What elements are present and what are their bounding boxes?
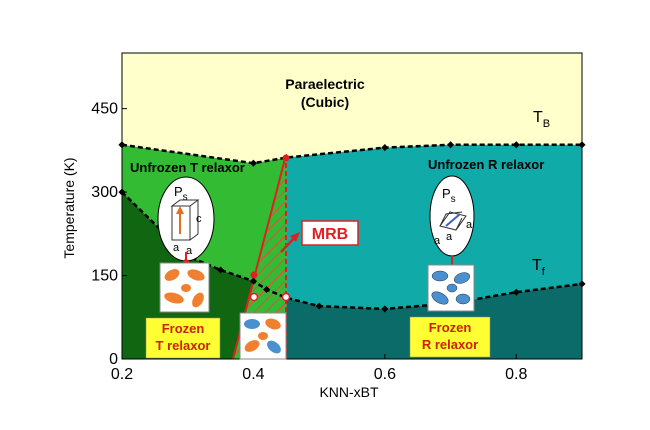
t-unit-cell-illustration: Ps c a a — [157, 176, 215, 262]
boundary-marker — [381, 305, 389, 313]
x-tick-label: 0.8 — [505, 366, 527, 383]
boundary-marker — [217, 266, 225, 274]
t-domain-illustration — [159, 262, 210, 313]
plot-frame — [121, 52, 583, 360]
svg-text:c: c — [196, 213, 202, 225]
svg-text:Ps: Ps — [442, 186, 456, 205]
frozen-r-label-line1: Frozen — [429, 320, 472, 335]
boundary-marker — [249, 159, 257, 167]
svg-text:a: a — [186, 245, 193, 257]
y-axis: 0 150 300 450 — [91, 101, 127, 368]
mrb-label-box — [301, 220, 359, 246]
mrb-top-marker — [282, 154, 290, 162]
svg-text:a: a — [466, 219, 473, 231]
svg-text:a: a — [434, 235, 441, 247]
x-tick-label: 0.6 — [374, 366, 396, 383]
boundary-marker — [512, 141, 520, 149]
boundary-marker — [512, 288, 520, 296]
tb-label: TB — [533, 109, 550, 130]
mrb-arrow-head — [290, 232, 300, 242]
frozen-r-label-line2: R relaxor — [422, 337, 478, 352]
mrb-domain-illustration — [239, 312, 287, 360]
svg-text:a: a — [173, 242, 180, 254]
x-tick-label: 0.4 — [242, 366, 264, 383]
mrb-marker-mid — [250, 271, 258, 279]
y-tick-label: 300 — [91, 184, 118, 201]
mrb-marker-right — [281, 292, 291, 302]
boundary-marker — [447, 141, 455, 149]
unfrozen-r-label: Unfrozen R relaxor — [428, 157, 544, 172]
y-axis-title: Temperature (K) — [61, 157, 77, 258]
frozen-t-label-box — [145, 317, 221, 359]
boundary-marker — [315, 302, 323, 310]
svg-text:a: a — [446, 231, 453, 243]
x-axis: 0.2 0.4 0.6 0.8 — [111, 354, 528, 383]
tf-label: Tf — [532, 257, 546, 278]
x-tick-label: 0.2 — [111, 366, 133, 383]
y-tick-label: 0 — [109, 351, 118, 368]
boundary-marker — [249, 277, 257, 285]
mrb-hatched-region — [233, 160, 287, 359]
mrb-marker-left — [249, 292, 259, 302]
boundary-marker — [263, 285, 271, 293]
mrb-label: MRB — [312, 226, 348, 243]
r-domain-illustration — [427, 264, 475, 312]
y-tick-label: 150 — [91, 268, 118, 285]
r-unit-cell-illustration: Ps a a a — [429, 175, 475, 257]
cubic-label: (Cubic) — [301, 94, 349, 110]
frozen-t-label-line2: T relaxor — [156, 338, 211, 353]
frozen-t-label-line1: Frozen — [162, 321, 205, 336]
boundary-marker — [381, 144, 389, 152]
frozen-r-label-box — [409, 316, 491, 358]
x-axis-title: KNN-xBT — [319, 384, 379, 400]
paraelectric-label: Paraelectric — [285, 76, 365, 92]
y-tick-label: 450 — [91, 101, 118, 118]
unfrozen-t-label: Unfrozen T relaxor — [130, 160, 245, 175]
svg-text:Ps: Ps — [174, 184, 188, 203]
